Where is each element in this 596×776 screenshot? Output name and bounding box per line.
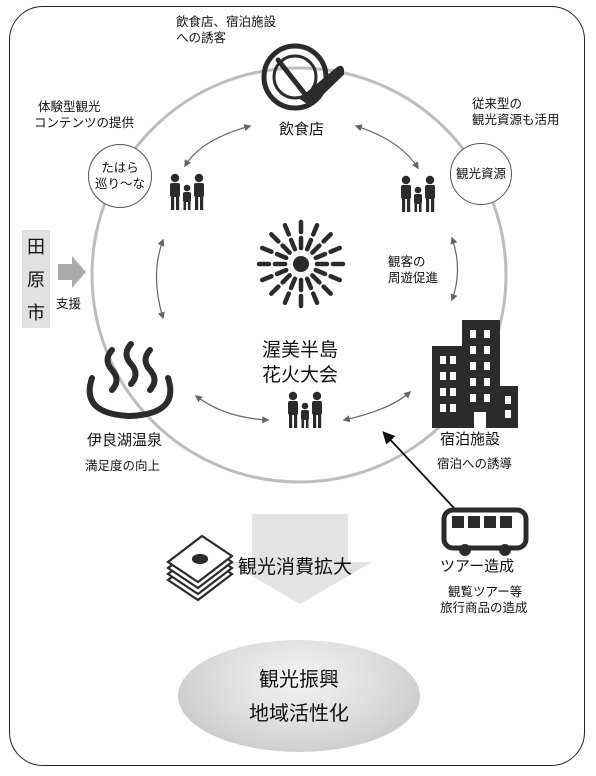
restaurant-note: 飲食店、宿泊施設 への誘客 bbox=[176, 14, 276, 45]
arrow-icon bbox=[354, 124, 419, 170]
resource-note: 従来型の 観光資源も活用 bbox=[472, 96, 560, 127]
circulation-note-line2: 周遊促進 bbox=[388, 269, 439, 285]
tahara-meguri-note: 体験型観光 コンテンツの提供 bbox=[34, 99, 134, 130]
circulation-ring bbox=[90, 66, 508, 484]
result-line1: 観光振興 bbox=[259, 667, 339, 691]
center-event-title: 渥美半島 花火大会 bbox=[248, 338, 352, 387]
accommodation-label: 宿泊施設 bbox=[440, 430, 501, 448]
restaurant-note-line2: への誘客 bbox=[176, 29, 227, 45]
tourism-resource-circle: 観光資源 bbox=[450, 143, 512, 205]
support-label: 支援 bbox=[56, 296, 82, 311]
center-title-line2: 花火大会 bbox=[261, 363, 338, 386]
tahara-meguri-note-line1: 体験型観光 bbox=[38, 99, 101, 114]
tourism-resource-label: 観光資源 bbox=[455, 165, 506, 181]
result-line2: 地域活性化 bbox=[249, 701, 349, 725]
city-char-1: 田 bbox=[27, 237, 45, 259]
resource-note-line1: 従来型の bbox=[472, 96, 523, 111]
people-icon bbox=[170, 173, 204, 210]
result-ellipse: 観光振興 地域活性化 bbox=[178, 640, 420, 752]
outer-frame bbox=[9, 6, 585, 766]
tour-label: ツアー造成 bbox=[440, 557, 515, 575]
arrow-icon bbox=[342, 391, 412, 423]
people-icon bbox=[401, 175, 435, 212]
city-char-3: 市 bbox=[27, 302, 45, 324]
tour-note: 観覧ツアー等 旅行商品の造成 bbox=[440, 584, 528, 615]
resource-note-line2: 観光資源も活用 bbox=[472, 111, 560, 127]
tour-note-line2: 旅行商品の造成 bbox=[440, 599, 528, 615]
center-title-line1: 渥美半島 bbox=[261, 339, 338, 361]
down-arrow-icon bbox=[228, 514, 372, 604]
circulation-note-line1: 観客の bbox=[388, 254, 426, 269]
tahara-city-box: 田 原 市 bbox=[22, 230, 50, 328]
tahara-meguri-line1: たはら bbox=[101, 159, 139, 175]
accommodation-note: 宿泊への誘導 bbox=[437, 456, 513, 471]
bus-icon bbox=[441, 507, 529, 556]
spending-label: 観光消費拡大 bbox=[238, 556, 353, 578]
restaurant-label: 飲食店 bbox=[279, 120, 325, 138]
onsen-label: 伊良湖温泉 bbox=[87, 431, 163, 449]
hot-spring-icon bbox=[86, 341, 174, 420]
arrow-icon bbox=[155, 238, 165, 320]
tahara-meguri-line2: 巡り～な bbox=[94, 176, 145, 191]
plate-fork-knife-icon bbox=[261, 43, 345, 111]
money-stack-icon bbox=[166, 534, 234, 602]
support-arrow-icon bbox=[58, 256, 86, 288]
arrow-icon bbox=[184, 124, 252, 168]
people-icon bbox=[288, 391, 322, 428]
tahara-meguri-circle: たはら 巡り～な bbox=[88, 144, 152, 208]
firework-icon bbox=[256, 219, 346, 309]
building-icon bbox=[432, 320, 518, 428]
tour-note-line1: 観覧ツアー等 bbox=[448, 584, 523, 599]
tour-arrow-icon bbox=[382, 431, 455, 509]
circulation-note: 観客の 周遊促進 bbox=[388, 254, 438, 285]
tahara-meguri-note-line2: コンテンツの提供 bbox=[34, 114, 135, 130]
arrow-icon bbox=[194, 395, 270, 424]
arrow-icon bbox=[450, 236, 459, 302]
city-char-2: 原 bbox=[27, 269, 45, 291]
restaurant-note-line1: 飲食店、宿泊施設 bbox=[176, 14, 277, 29]
onsen-note: 満足度の向上 bbox=[85, 458, 161, 473]
